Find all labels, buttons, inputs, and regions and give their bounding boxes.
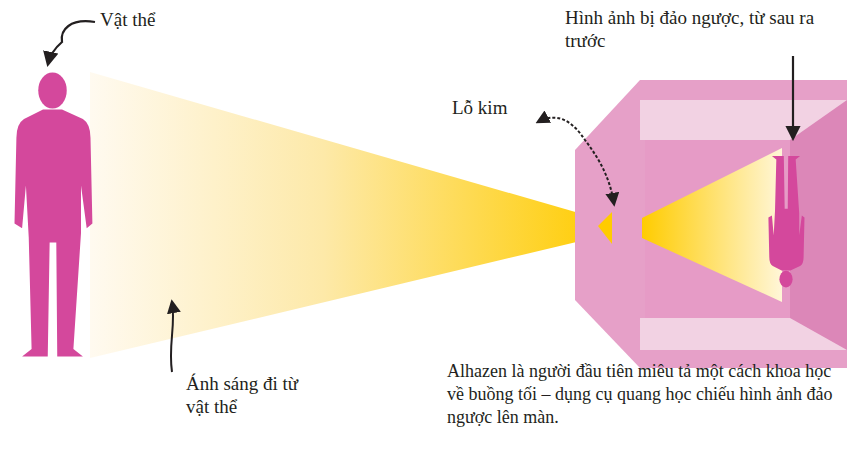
caption-text: Alhazen là người đầu tiên miêu tả một cá… xyxy=(447,360,839,429)
label-text: Hình ảnh bị đảo ngược, từ sau ra trước xyxy=(565,6,840,52)
leader-arrow xyxy=(171,302,173,372)
leader-arrow xyxy=(792,56,794,138)
label-text: Vật thể xyxy=(100,8,220,31)
person-silhouette xyxy=(15,72,93,356)
label-text: Ánh sáng đi từ vật thể xyxy=(186,372,316,418)
dark-box xyxy=(575,80,847,368)
inverted-image xyxy=(768,156,804,288)
leader-arrow xyxy=(538,118,614,204)
pinhole-wall xyxy=(612,210,642,246)
label-text: Lỗ kim xyxy=(452,96,542,119)
light-beam xyxy=(90,72,610,358)
inner-beam xyxy=(642,148,782,302)
pinhole-light xyxy=(598,212,612,244)
leader-arrow xyxy=(48,21,95,64)
